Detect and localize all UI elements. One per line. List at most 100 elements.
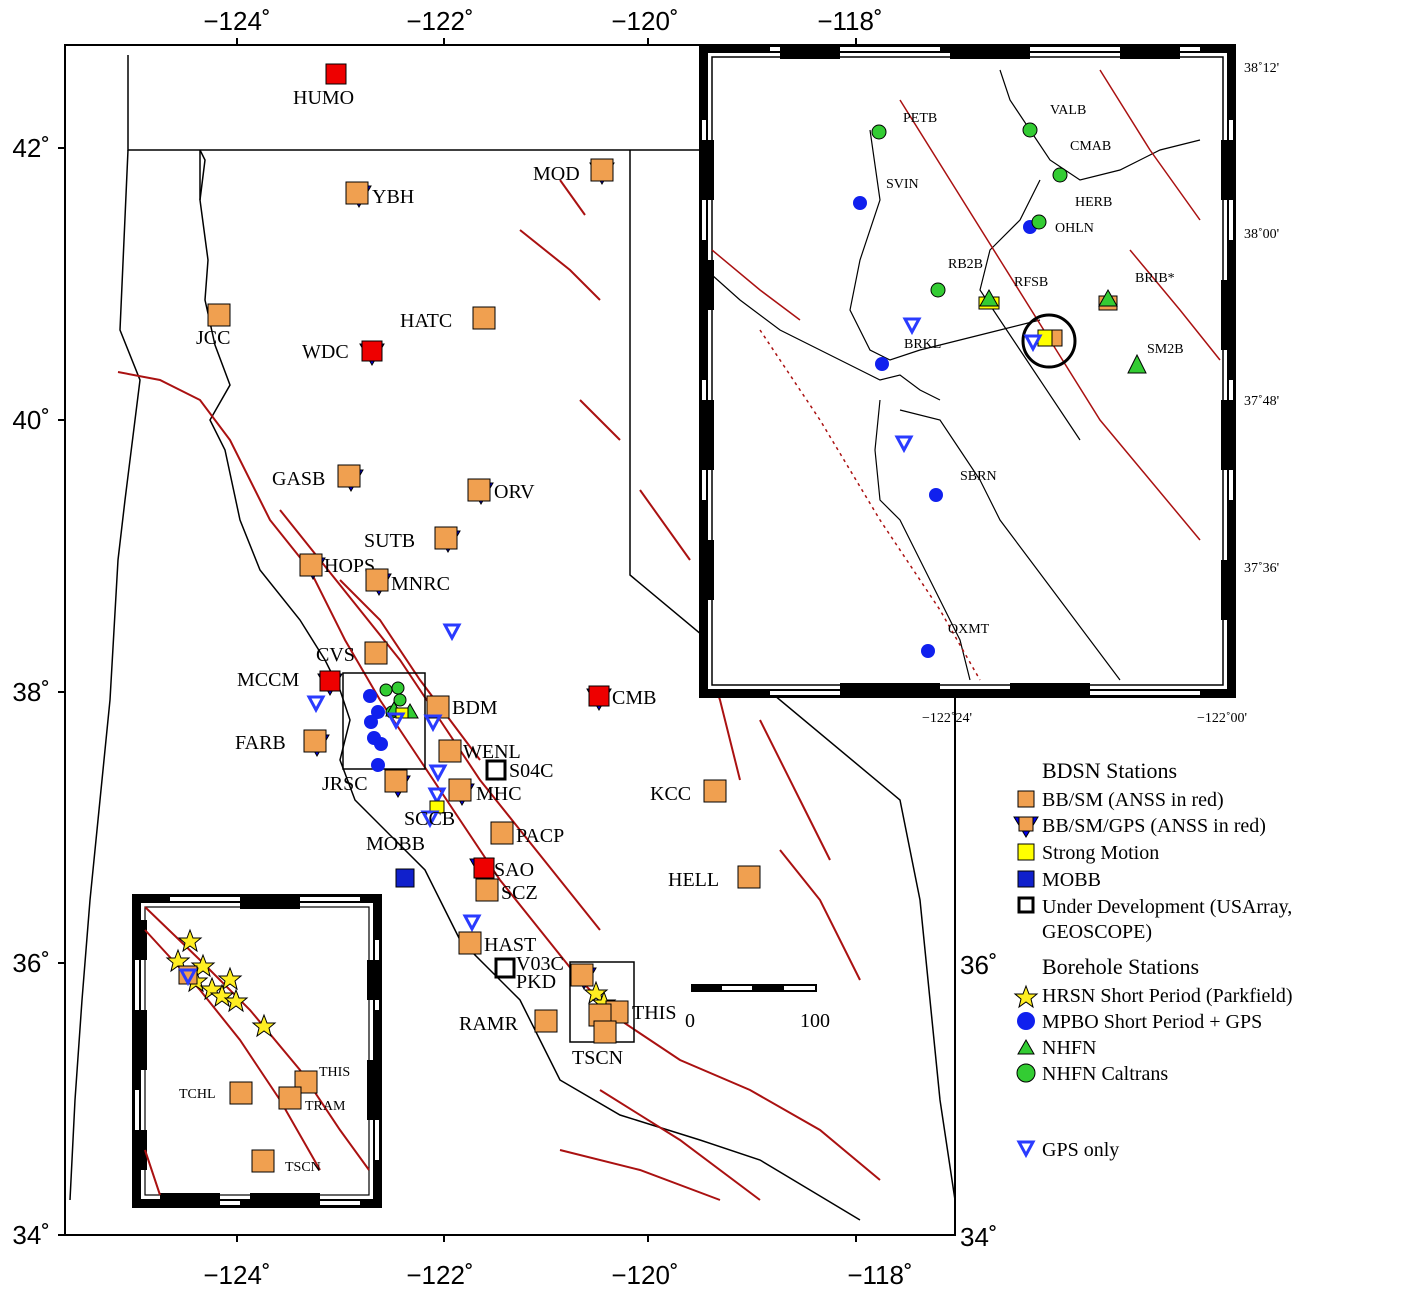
- inset-lat-1: 38˚12': [1244, 61, 1279, 76]
- station-wdc: WDC: [302, 340, 385, 366]
- stations-main: HUMO MOD YBH JCC HATC WDC GASB ORV SUTB …: [196, 63, 761, 1069]
- station-cvs: CVS: [316, 641, 388, 666]
- scale-bar: 0 100: [685, 984, 830, 1032]
- station-wenl: WENL: [438, 739, 521, 763]
- station-hatc: HATC: [400, 306, 496, 332]
- lat-label-1: 42˚: [12, 133, 50, 163]
- inset-lat-3: 37˚48': [1244, 394, 1279, 409]
- station-v03c: V03C: [494, 953, 564, 979]
- station-ybh: YBH: [345, 181, 414, 208]
- station-label-v03c: V03C: [516, 953, 564, 975]
- inset-label-svin: SVIN: [886, 177, 919, 192]
- lon-label-bottom-4: −118˚: [847, 1260, 912, 1290]
- lon-label-bottom-1: −124˚: [203, 1260, 270, 1290]
- bottom-longitude-labels: −124˚ −122˚ −120˚ −118˚: [203, 1260, 912, 1290]
- parkfield-label-tram: TRAM: [305, 1099, 346, 1114]
- station-label-mod: MOD: [533, 163, 580, 185]
- scale-bar-start: 0: [685, 1010, 695, 1032]
- station-label-hops: HOPS: [324, 555, 375, 577]
- station-label-mnrc: MNRC: [391, 573, 450, 595]
- station-orv: ORV: [467, 478, 535, 505]
- station-bdm: BDM: [426, 695, 498, 719]
- station-label-mhc: MHC: [476, 783, 522, 805]
- parkfield-inset: THIS TCHL TRAM TSCN: [132, 894, 382, 1208]
- station-label-cmb: CMB: [612, 687, 656, 709]
- inset-label-brib: BRIB*: [1135, 271, 1175, 286]
- station-sutb: SUTB: [364, 526, 461, 553]
- station-pacp: PACP: [490, 821, 564, 847]
- scale-bar-end: 100: [800, 1010, 830, 1032]
- station-tscn: TSCN: [572, 1020, 623, 1069]
- station-label-scz: SCZ: [501, 882, 538, 904]
- station-this: THIS: [588, 1000, 676, 1027]
- station-mobb: MOBB: [366, 833, 425, 888]
- inset-lat-4: 37˚36': [1244, 561, 1279, 576]
- legend-under-dev-2: GEOSCOPE): [1042, 921, 1152, 943]
- station-label-sao: SAO: [494, 859, 534, 881]
- station-label-jrsc: JRSC: [322, 773, 368, 795]
- state-borders: [69, 55, 956, 1221]
- station-label-humo: HUMO: [293, 87, 354, 109]
- station-label-wdc: WDC: [302, 341, 349, 363]
- station-label-sutb: SUTB: [364, 530, 415, 552]
- legend-mpbo: MPBO Short Period + GPS: [1042, 1011, 1262, 1033]
- legend: BDSN Stations BB/SM (ANSS in red) BB/SM/…: [1013, 758, 1293, 1161]
- lat-label-5: 34˚: [12, 1220, 50, 1250]
- station-label-bdm: BDM: [452, 697, 498, 719]
- station-label-sccb: SCCB: [404, 808, 455, 830]
- station-label-mobb: MOBB: [366, 833, 425, 855]
- lon-label-top-4: −118˚: [817, 6, 882, 36]
- lat-label-2: 40˚: [12, 405, 50, 435]
- station-label-pacp: PACP: [516, 825, 564, 847]
- lon-label-bottom-2: −122˚: [406, 1260, 473, 1290]
- legend-borehole-title: Borehole Stations: [1042, 954, 1199, 979]
- station-scz: SCZ: [475, 878, 538, 904]
- station-gasb: GASB: [272, 464, 364, 492]
- station-label-orv: ORV: [494, 481, 535, 503]
- station-mnrc: MNRC: [365, 568, 450, 596]
- inset-label-valb: VALB: [1050, 103, 1086, 118]
- station-kcc: KCC: [650, 779, 727, 805]
- legend-bdsn-title: BDSN Stations: [1042, 758, 1177, 783]
- right-latitude-labels: 36˚ 34˚: [960, 950, 998, 1252]
- inset-label-ohln: OHLN: [1055, 221, 1094, 236]
- lon-label-top-1: −124˚: [203, 6, 270, 36]
- legend-gps-only: GPS only: [1042, 1139, 1119, 1161]
- inset-label-sbrn: SBRN: [960, 469, 997, 484]
- legend-bb-sm-gps: BB/SM/GPS (ANSS in red): [1042, 815, 1266, 837]
- lat-label-right-2: 34˚: [960, 1222, 998, 1252]
- station-mod: MOD: [533, 158, 615, 185]
- station-label-jcc: JCC: [196, 327, 230, 349]
- station-label-farb: FARB: [235, 732, 286, 754]
- station-label-hatc: HATC: [400, 310, 452, 332]
- lat-label-4: 36˚: [12, 948, 50, 978]
- legend-nhfn-caltrans: NHFN Caltrans: [1042, 1063, 1168, 1085]
- inset-lon-1: −122˚24': [922, 711, 972, 726]
- station-hast: HAST: [458, 931, 536, 956]
- station-pkd: PKD: [516, 963, 597, 993]
- station-label-ramr: RAMR: [459, 1013, 519, 1035]
- parkfield-label-this: THIS: [319, 1065, 350, 1080]
- station-farb: FARB: [235, 729, 330, 757]
- inset-label-brkl: BRKL: [904, 337, 941, 352]
- station-label-ybh: YBH: [372, 186, 414, 208]
- station-sao: SAO: [469, 857, 534, 881]
- top-longitude-labels: −124˚ −122˚ −120˚ −118˚: [203, 6, 882, 36]
- station-label-hast: HAST: [484, 934, 536, 956]
- lat-label-right-1: 36˚: [960, 950, 998, 980]
- inset-label-cmab: CMAB: [1070, 139, 1111, 154]
- inset-lat-2: 38˚00': [1244, 227, 1279, 242]
- station-label-hell: HELL: [668, 869, 719, 891]
- station-label-tscn: TSCN: [572, 1047, 623, 1069]
- parkfield-label-tscn: TSCN: [285, 1160, 321, 1175]
- station-hell: HELL: [668, 865, 761, 891]
- left-latitude-labels: 42˚ 40˚ 38˚ 36˚ 34˚: [12, 133, 50, 1250]
- station-jrsc: JRSC: [322, 769, 411, 798]
- station-label-kcc: KCC: [650, 783, 691, 805]
- station-humo: HUMO: [293, 63, 354, 109]
- lat-label-3: 38˚: [12, 677, 50, 707]
- station-cmb: CMB: [586, 685, 656, 711]
- lon-label-bottom-3: −120˚: [611, 1260, 678, 1290]
- sf-bay-inset: PETB VALB CMAB SVIN HERB OHLN RB2B RFSB …: [699, 44, 1279, 726]
